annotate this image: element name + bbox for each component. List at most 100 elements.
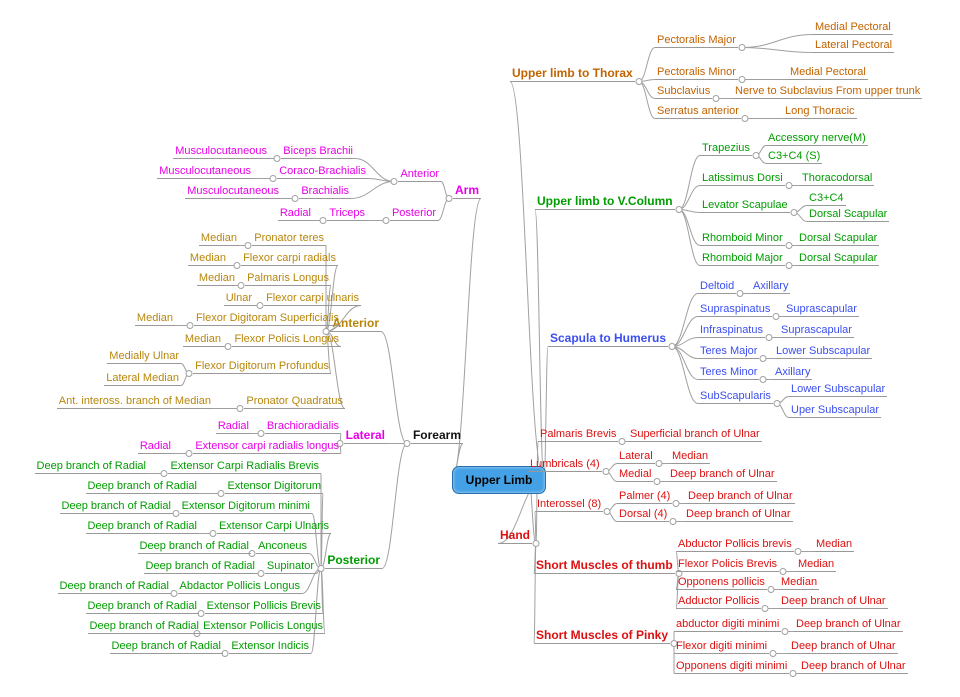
node-supra[interactable]: Supraspinatus bbox=[698, 303, 773, 317]
node-subcl_n[interactable]: Nerve to Subclavius From upper trunk bbox=[733, 85, 923, 99]
node-pq_n[interactable]: Ant. inteross. branch of Median bbox=[56, 395, 213, 409]
node-prt[interactable]: Pronator teres bbox=[252, 232, 326, 246]
node-serr_n[interactable]: Long Thoracic bbox=[783, 105, 857, 119]
node-arm_ant[interactable]: Anterior bbox=[398, 168, 441, 182]
node-ecu[interactable]: Extensor Carpi Ulnaris bbox=[216, 520, 331, 534]
fold-handle-edm[interactable] bbox=[172, 510, 180, 517]
node-fpl[interactable]: Flexor Policis Longus bbox=[232, 333, 341, 347]
fold-handle-palmb[interactable] bbox=[618, 438, 626, 445]
node-brd_n[interactable]: Radial bbox=[215, 420, 251, 434]
fold-handle-rhom_major[interactable] bbox=[785, 262, 793, 269]
fold-handle-fds[interactable] bbox=[186, 322, 194, 329]
node-fcr_n[interactable]: Median bbox=[187, 252, 228, 266]
fold-handle-trapezius[interactable] bbox=[752, 152, 760, 159]
node-odm_n[interactable]: Deep branch of Ulnar bbox=[799, 660, 908, 674]
node-fdp[interactable]: Flexor Digitorum Profundus bbox=[193, 360, 331, 374]
node-thumb[interactable]: Short Muscles of thumb bbox=[534, 558, 675, 574]
fold-handle-pec_major[interactable] bbox=[738, 44, 746, 51]
node-adp_n[interactable]: Deep branch of Ulnar bbox=[779, 595, 888, 609]
node-fcu[interactable]: Flexor carpi ulnaris bbox=[264, 292, 361, 306]
node-pq[interactable]: Pronator Quadratus bbox=[244, 395, 345, 409]
node-thorax[interactable]: Upper limb to Thorax bbox=[510, 66, 635, 82]
fold-handle-infra[interactable] bbox=[765, 334, 773, 341]
fold-handle-apb[interactable] bbox=[794, 548, 802, 555]
node-ss_a[interactable]: Lower Subscapular bbox=[789, 383, 888, 397]
node-tmin[interactable]: Teres Minor bbox=[698, 366, 760, 380]
fold-handle-fpl[interactable] bbox=[224, 343, 232, 350]
node-latissimus[interactable]: Latissimus Dorsi bbox=[700, 172, 785, 186]
node-subclavius[interactable]: Subclavius bbox=[655, 85, 713, 99]
node-fpb[interactable]: Flexor Policis Brevis bbox=[676, 558, 780, 572]
node-ei[interactable]: Extensor Indicis bbox=[229, 640, 311, 654]
fold-handle-fa_ant[interactable] bbox=[322, 328, 330, 335]
fold-handle-pl[interactable] bbox=[237, 282, 245, 289]
fold-handle-lum_lat[interactable] bbox=[655, 460, 663, 467]
fold-handle-ed[interactable] bbox=[217, 490, 225, 497]
fold-handle-adp[interactable] bbox=[761, 605, 769, 612]
node-int_pal[interactable]: Palmer (4) bbox=[617, 490, 673, 504]
node-coraco_n[interactable]: Musculocutaneous bbox=[157, 165, 253, 179]
fold-handle-subclavius[interactable] bbox=[712, 95, 720, 102]
node-tmin_n[interactable]: Axillary bbox=[773, 366, 813, 380]
node-adp[interactable]: Adductor Pollicis bbox=[676, 595, 762, 609]
fold-handle-fdp[interactable] bbox=[185, 370, 193, 377]
fold-handle-pec_minor[interactable] bbox=[738, 76, 746, 83]
node-fdp_a[interactable]: Medially Ulnar bbox=[107, 350, 181, 364]
fold-handle-ecu[interactable] bbox=[209, 530, 217, 537]
node-pl_n[interactable]: Median bbox=[196, 272, 237, 286]
node-anc[interactable]: Anconeus bbox=[256, 540, 309, 554]
node-epl[interactable]: Extensor Pollicis Longus bbox=[201, 620, 325, 634]
node-trapezius[interactable]: Trapezius bbox=[700, 142, 752, 156]
node-fcu_n[interactable]: Ulnar bbox=[223, 292, 254, 306]
node-apl_n[interactable]: Deep branch of Radial bbox=[57, 580, 171, 594]
fold-handle-pq[interactable] bbox=[236, 405, 244, 412]
node-lum_med_n[interactable]: Deep branch of Ulnar bbox=[668, 468, 777, 482]
node-biceps_n[interactable]: Musculocutaneous bbox=[173, 145, 269, 159]
node-adm[interactable]: abductor digiti minimi bbox=[674, 618, 782, 632]
node-int_pal_n[interactable]: Deep branch of Ulnar bbox=[686, 490, 795, 504]
node-epb[interactable]: Extensor Pollicis Brevis bbox=[204, 600, 323, 614]
fold-handle-fa_lat[interactable] bbox=[336, 440, 344, 447]
node-levator[interactable]: Levator Scapulae bbox=[700, 199, 790, 213]
fold-handle-inter[interactable] bbox=[603, 508, 611, 515]
fold-handle-int_pal[interactable] bbox=[672, 500, 680, 507]
node-sup_n[interactable]: Deep branch of Radial bbox=[143, 560, 257, 574]
fold-handle-lumb[interactable] bbox=[602, 468, 610, 475]
node-edm_n[interactable]: Deep branch of Radial bbox=[59, 500, 173, 514]
node-fa_post[interactable]: Posterior bbox=[325, 553, 382, 569]
node-vcolumn[interactable]: Upper limb to V.Column bbox=[535, 194, 675, 210]
node-brd[interactable]: Brachioradialis bbox=[264, 420, 341, 434]
fold-handle-lum_med[interactable] bbox=[653, 478, 661, 485]
fold-handle-pinky[interactable] bbox=[670, 640, 678, 647]
fold-handle-fpb[interactable] bbox=[779, 568, 787, 575]
node-sup[interactable]: Supinator bbox=[264, 560, 316, 574]
node-ecrl[interactable]: Extensor carpi radialis longus bbox=[193, 440, 341, 454]
fold-handle-ecrl[interactable] bbox=[185, 450, 193, 457]
fold-handle-fcu[interactable] bbox=[256, 302, 264, 309]
node-edm[interactable]: Extensor Digitorum minimi bbox=[179, 500, 312, 514]
node-pmin_med[interactable]: Medial Pectoral bbox=[788, 66, 868, 80]
node-infra_n[interactable]: Suprascapular bbox=[779, 324, 854, 338]
node-fds_n[interactable]: Median bbox=[134, 312, 175, 326]
node-pl[interactable]: Palmaris Longus bbox=[245, 272, 331, 286]
node-epl_n[interactable]: Deep branch of Radial bbox=[87, 620, 201, 634]
fold-handle-sup[interactable] bbox=[257, 570, 265, 577]
node-fa_lat[interactable]: Lateral bbox=[343, 428, 387, 444]
node-ed[interactable]: Extensor Digitorum bbox=[225, 480, 323, 494]
node-pinky[interactable]: Short Muscles of Pinky bbox=[534, 628, 671, 644]
node-serratus[interactable]: Serratus anterior bbox=[655, 105, 741, 119]
node-infra[interactable]: Infraspinatus bbox=[698, 324, 765, 338]
fold-handle-apl[interactable] bbox=[170, 590, 178, 597]
node-fdp_b[interactable]: Lateral Median bbox=[104, 372, 181, 386]
node-triceps[interactable]: Triceps bbox=[327, 207, 367, 221]
node-tmaj[interactable]: Teres Major bbox=[698, 345, 760, 359]
node-opp_n[interactable]: Median bbox=[779, 576, 820, 590]
node-int_dor[interactable]: Dorsal (4) bbox=[617, 508, 670, 522]
fold-handle-opp[interactable] bbox=[767, 586, 775, 593]
node-supra_n[interactable]: Suprascapular bbox=[784, 303, 859, 317]
node-fpl_n[interactable]: Median bbox=[182, 333, 223, 347]
node-triceps_n[interactable]: Radial bbox=[277, 207, 313, 221]
node-fdm_n[interactable]: Deep branch of Ulnar bbox=[789, 640, 898, 654]
node-rmaj_n[interactable]: Dorsal Scapular bbox=[797, 252, 880, 266]
node-fpb_n[interactable]: Median bbox=[796, 558, 837, 572]
